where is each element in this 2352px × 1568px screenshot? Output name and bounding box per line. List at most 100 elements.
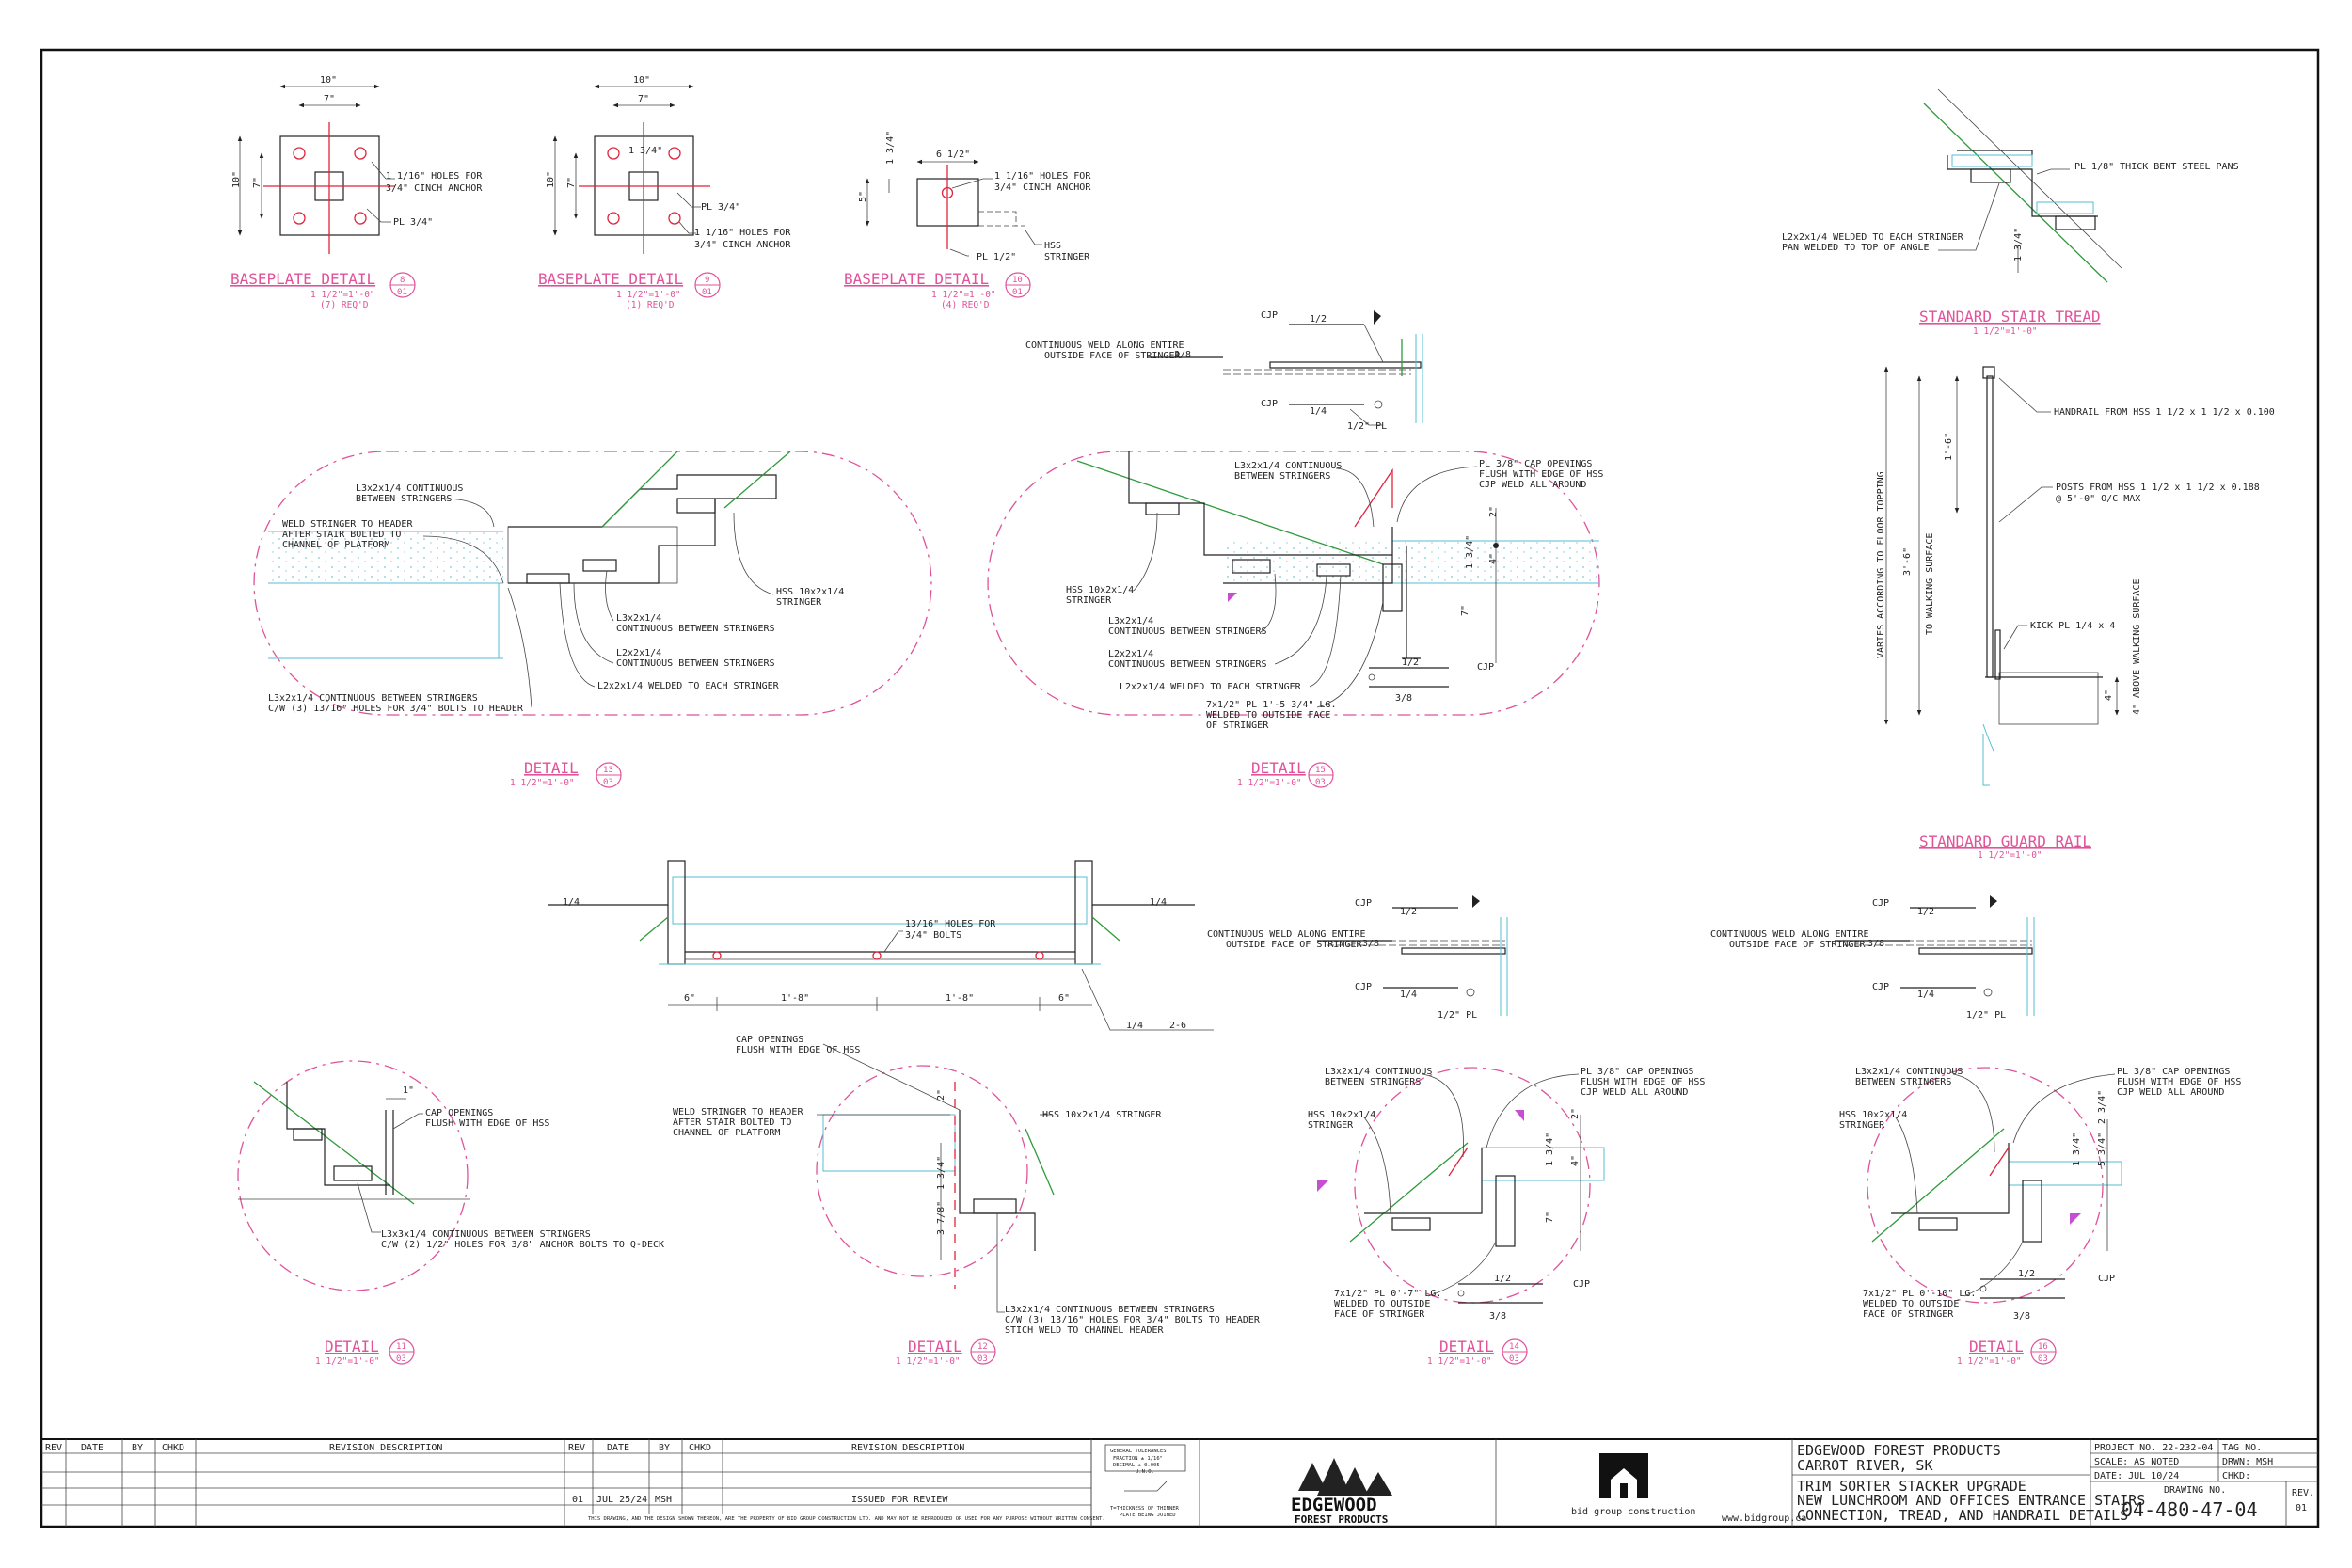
d15-weld-size-top: 1/2 bbox=[1402, 657, 1419, 668]
wl-cjp-bottom: CJP bbox=[1355, 982, 1372, 992]
d16-note-plate-welded: WELDED TO OUTSIDE bbox=[1863, 1299, 1959, 1309]
rev2-header-date: DATE bbox=[607, 1443, 629, 1453]
bp9-dim-hole-vertical: 7" bbox=[566, 177, 577, 188]
d13-note-l3-top-2: BETWEEN STRINGERS bbox=[356, 494, 452, 504]
bp10-note-holes: 1 1/16" HOLES FOR bbox=[994, 171, 1091, 182]
bp10-dim-height: 5" bbox=[858, 191, 868, 202]
d16-dim-5-3-4: 5 3/4" bbox=[2097, 1132, 2107, 1166]
d11-bubble-number: 11 bbox=[396, 1342, 406, 1352]
d12-note-cap: CAP OPENINGS bbox=[736, 1035, 803, 1045]
drawing-number-label: DRAWING NO. bbox=[2164, 1485, 2226, 1496]
website: www.bidgroup.ca bbox=[1722, 1513, 1806, 1524]
bp8-note-anchor: 3/4" CINCH ANCHOR bbox=[386, 183, 483, 194]
bp10-scale: 1 1/2"=1'-0" bbox=[931, 290, 996, 300]
standard-guard-rail: VARIES ACCORDING TO FLOOR TOPPING 3'-6" … bbox=[1876, 366, 2275, 861]
d13-scale: 1 1/2"=1'-0" bbox=[510, 778, 575, 788]
d13-note-l2-cont: L2x2x1/4 bbox=[616, 648, 661, 658]
bp10-dim-width: 6 1/2" bbox=[936, 150, 970, 160]
d11-scale: 1 1/2"=1'-0" bbox=[315, 1356, 380, 1367]
d15-note-pl-cap: PL 3/8" CAP OPENINGS bbox=[1479, 459, 1592, 469]
wl-note-continuous: CONTINUOUS WELD ALONG ENTIRE bbox=[1207, 929, 1366, 940]
tol-plate: PLATE BEING JOINED bbox=[1120, 1513, 1176, 1518]
revision-table-left: REV DATE BY CHKD REVISION DESCRIPTION bbox=[41, 1439, 565, 1527]
bp10-note-stringer: STRINGER bbox=[1044, 252, 1090, 262]
standard-stair-tread: PL 1/8" THICK BENT STEEL PANS L2x2x1/4 W… bbox=[1782, 88, 2239, 337]
tread-note-pans: PL 1/8" THICK BENT STEEL PANS bbox=[2074, 162, 2239, 172]
d15-note-l2-welded: L2x2x1/4 WELDED TO EACH STRINGER bbox=[1120, 682, 1302, 692]
client-location: CARROT RIVER, SK bbox=[1797, 1457, 1933, 1474]
wt-cjp-bottom: CJP bbox=[1261, 399, 1278, 409]
d16-dim-1-3-4: 1 3/4" bbox=[2072, 1132, 2082, 1166]
d15-note-l3-top-2: BETWEEN STRINGERS bbox=[1234, 471, 1330, 482]
bp8-dim-hole-spacing: 7" bbox=[324, 94, 335, 104]
bp8-note-holes: 1 1/16" HOLES FOR bbox=[386, 171, 483, 182]
drawing-date: DATE: JUL 10/24 bbox=[2094, 1471, 2179, 1481]
edgewood-logo: EDGEWOOD FOREST PRODUCTS bbox=[1291, 1439, 1497, 1527]
edgewood-logo-sub: FOREST PRODUCTS bbox=[1295, 1513, 1388, 1526]
drawing-title-1: NEW LUNCHROOM AND OFFICES ENTRANCE STAIR… bbox=[1797, 1492, 2145, 1509]
bp9-note-plate: PL 3/4" bbox=[701, 202, 740, 213]
d12-title: DETAIL bbox=[908, 1338, 962, 1355]
d15-note-hss: HSS 10x2x1/4 bbox=[1066, 585, 1134, 595]
d16-scale: 1 1/2"=1'-0" bbox=[1957, 1356, 2022, 1367]
d15-weld-cjp: CJP bbox=[1477, 662, 1494, 673]
wl-note-plate: 1/2" PL bbox=[1438, 1010, 1477, 1021]
disclaimer: THIS DRAWING, AND THE DESIGN SHOWN THERE… bbox=[588, 1516, 1105, 1522]
bp9-scale: 1 1/2"=1'-0" bbox=[616, 290, 681, 300]
revision-label: REV. bbox=[2292, 1488, 2314, 1498]
bp10-bubble-number: 10 bbox=[1012, 276, 1023, 285]
d12-scale: 1 1/2"=1'-0" bbox=[896, 1356, 961, 1367]
wl-cjp-top: CJP bbox=[1355, 898, 1372, 909]
d15-note-plate: 7x1/2" PL 1'-5 3/4" LG. bbox=[1206, 700, 1336, 710]
tread-note-angle: L2x2x1/4 WELDED TO EACH STRINGER bbox=[1782, 232, 1964, 243]
tol-decimal: DECIMAL ± 0.005 bbox=[1113, 1463, 1160, 1468]
d14-note-plate-welded: WELDED TO OUTSIDE bbox=[1334, 1299, 1430, 1309]
bp8-qty: (7) REQ'D bbox=[320, 300, 369, 310]
bp10-note-hss: HSS bbox=[1044, 241, 1061, 251]
bp9-note-anchor: 3/4" CINCH ANCHOR bbox=[694, 240, 791, 250]
bp9-dim-width: 10" bbox=[633, 75, 650, 86]
guard-dim-3-6: 3'-6" bbox=[1902, 547, 1913, 576]
d15-dim-4: 4" bbox=[1488, 553, 1499, 564]
d15-note-l3-cont: L3x2x1/4 bbox=[1108, 616, 1153, 626]
d14-note-plate: 7x1/2" PL 0'-7" LG. bbox=[1334, 1289, 1441, 1299]
bp9-dim-hole-spacing: 7" bbox=[638, 94, 649, 104]
guard-note-posts: POSTS FROM HSS 1 1/2 x 1 1/2 x 0.188 bbox=[2056, 483, 2260, 493]
bp10-note-plate: PL 1/2" bbox=[977, 252, 1016, 262]
d15-note-hss-stringer: STRINGER bbox=[1066, 595, 1112, 606]
d14-bubble-number: 14 bbox=[1509, 1342, 1519, 1352]
baseplate-detail-8: 10" 7" 10" 7" 1 1/16" HOLES FOR 3/4" CIN… bbox=[230, 75, 483, 310]
beam-note-holes: 13/16" HOLES FOR bbox=[905, 919, 996, 929]
guard-scale: 1 1/2"=1'-0" bbox=[1978, 850, 2042, 861]
d11-dim-1: 1" bbox=[403, 1085, 414, 1096]
rev-header-by: BY bbox=[132, 1443, 143, 1453]
d16-bubble-number: 16 bbox=[2038, 1342, 2048, 1352]
drawn-by: DRWN: MSH bbox=[2222, 1457, 2273, 1467]
weld-section-top: CJP 1/2 CJP 1/4 3/8 CONTINUOUS WELD ALON… bbox=[1025, 310, 1423, 432]
checked-by: CHKD: bbox=[2222, 1471, 2250, 1481]
rev2-header-by: BY bbox=[659, 1443, 670, 1453]
drawing-number: 04-480-47-04 bbox=[2122, 1498, 2258, 1521]
revision-by: MSH bbox=[655, 1495, 672, 1505]
d13-bubble-number: 13 bbox=[603, 766, 613, 775]
d12-note-stich: STICH WELD TO CHANNEL HEADER bbox=[1005, 1325, 1165, 1336]
bp10-dim-edge: 1 3/4" bbox=[885, 131, 896, 165]
title-block: REV DATE BY CHKD REVISION DESCRIPTION RE… bbox=[41, 1438, 2318, 1527]
bid-logo-text: bid group construction bbox=[1571, 1507, 1695, 1517]
d13-note-l3-bolts: L3x2x1/4 CONTINUOUS BETWEEN STRINGERS bbox=[268, 693, 478, 704]
rev2-header-chkd: CHKD bbox=[689, 1443, 711, 1453]
d15-title: DETAIL bbox=[1251, 759, 1306, 777]
guard-dim-4: 4" bbox=[2104, 689, 2114, 701]
d15-dim-1-3-4: 1 3/4" bbox=[1465, 535, 1475, 569]
rev2-header-desc: REVISION DESCRIPTION bbox=[851, 1443, 964, 1453]
bp9-qty: (1) REQ'D bbox=[626, 300, 675, 310]
tag-number: TAG NO. bbox=[2222, 1443, 2262, 1453]
d13-note-weld-header: WELD STRINGER TO HEADER bbox=[282, 519, 413, 530]
beam-note-bolts: 3/4" BOLTS bbox=[905, 930, 961, 941]
d13-note-weld-bolted: AFTER STAIR BOLTED TO bbox=[282, 530, 401, 540]
guard-note-kick: KICK PL 1/4 x 4 bbox=[2030, 621, 2115, 631]
wr-note-plate: 1/2" PL bbox=[1966, 1010, 2006, 1021]
d14-dim-1-3-4: 1 3/4" bbox=[1545, 1132, 1555, 1166]
d11-note-l3: L3x3x1/4 CONTINUOUS BETWEEN STRINGERS bbox=[381, 1229, 591, 1240]
d12-note-flush: FLUSH WITH EDGE OF HSS bbox=[736, 1045, 860, 1055]
